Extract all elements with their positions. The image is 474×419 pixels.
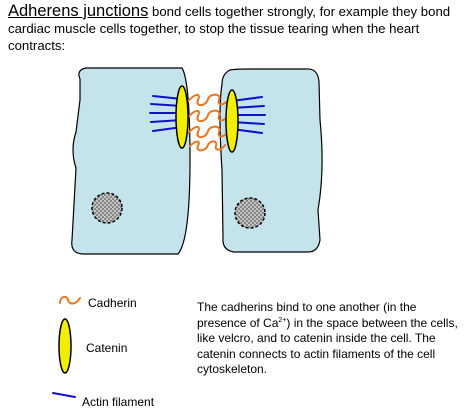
right-nucleus <box>234 197 266 229</box>
header-description: bond cells together strongly, for exampl… <box>8 4 451 53</box>
explanation-text: The cadherins bind to one another (in th… <box>197 300 469 378</box>
calcium-superscript: 2+ <box>278 316 287 324</box>
cadherin-bridges <box>187 93 230 152</box>
left-catenin <box>175 85 189 149</box>
header-term: Adherens junctions <box>8 2 149 20</box>
legend-actin-symbol <box>52 392 76 398</box>
explanation-part1: The cadherins bind to one another (in th… <box>197 300 417 330</box>
legend-cadherin-symbol <box>59 295 81 305</box>
left-cell <box>71 67 191 255</box>
right-catenin <box>225 89 239 153</box>
left-nucleus <box>91 192 123 224</box>
legend-cadherin-label: Cadherin <box>88 296 137 310</box>
legend-catenin-label: Catenin <box>86 341 128 355</box>
cadherin-pair <box>187 109 230 123</box>
explanation-part2: ) in the space between the cells, like v… <box>197 315 458 377</box>
legend-catenin-symbol <box>58 318 72 374</box>
legend-actin-label: Actin filament <box>82 395 155 409</box>
cadherin-pair <box>189 140 226 152</box>
header-text: Adherens junctions bond cells together s… <box>8 3 470 54</box>
cadherin-pair <box>187 125 230 139</box>
cadherin-pair <box>187 93 230 107</box>
